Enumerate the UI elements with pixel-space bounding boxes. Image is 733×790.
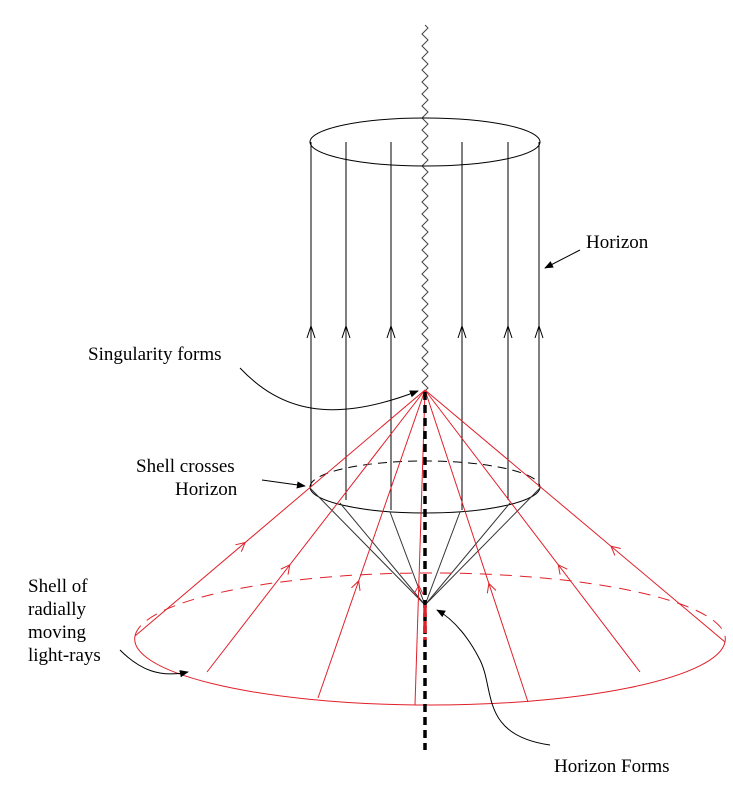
cone-line <box>339 502 426 606</box>
label-horizon-forms: Horizon Forms <box>554 756 670 777</box>
label-shell-2: radially <box>28 599 87 620</box>
arrow-up-icon <box>386 324 396 339</box>
light-ray <box>424 389 529 703</box>
horizon-generators <box>306 142 544 510</box>
light-ray <box>424 389 641 673</box>
cone-line <box>309 487 426 606</box>
ray-arrow-icon <box>235 541 247 552</box>
shell-front <box>134 635 726 706</box>
label-shell-crosses-horizon: Horizon <box>175 479 238 500</box>
label-shell-1: Shell of <box>28 576 88 597</box>
light-ray <box>414 389 426 706</box>
pointer-shell <box>119 649 189 678</box>
ray-arrow-icon <box>610 545 621 556</box>
label-shell-3: moving <box>28 622 87 643</box>
arrow-up-icon <box>503 324 513 339</box>
pointer-horizon <box>544 249 581 269</box>
ray-arrow-icon <box>557 563 568 575</box>
light-ray <box>134 389 426 637</box>
ray-arrow-icon <box>351 579 361 591</box>
cone-line <box>424 502 511 606</box>
pointer-horizon-forms <box>436 609 551 746</box>
light-ray <box>206 389 426 673</box>
cone-line <box>424 511 461 606</box>
ray-arrow-icon <box>280 563 291 575</box>
arrow-up-icon <box>534 324 544 339</box>
label-horizon: Horizon <box>586 232 649 253</box>
arrow-up-icon <box>341 324 351 339</box>
light-ray <box>424 389 726 643</box>
singularity-worldline <box>421 24 429 392</box>
cone-line <box>424 487 541 606</box>
shell-back <box>134 572 726 643</box>
ray-arrow-icon <box>413 584 424 595</box>
label-shell-4: light-rays <box>28 645 101 666</box>
light-rays <box>134 389 726 706</box>
label-singularity: Singularity forms <box>88 344 222 365</box>
label-shell-crosses: Shell crosses <box>136 456 235 477</box>
arrow-up-icon <box>306 324 316 339</box>
light-ray <box>317 389 426 699</box>
pointer-shell-crosses <box>261 479 306 489</box>
pointer-singularity <box>239 367 419 411</box>
arrow-up-icon <box>457 324 467 339</box>
horizon-top-ellipse <box>309 117 541 167</box>
ray-arrow-icon <box>486 582 497 594</box>
